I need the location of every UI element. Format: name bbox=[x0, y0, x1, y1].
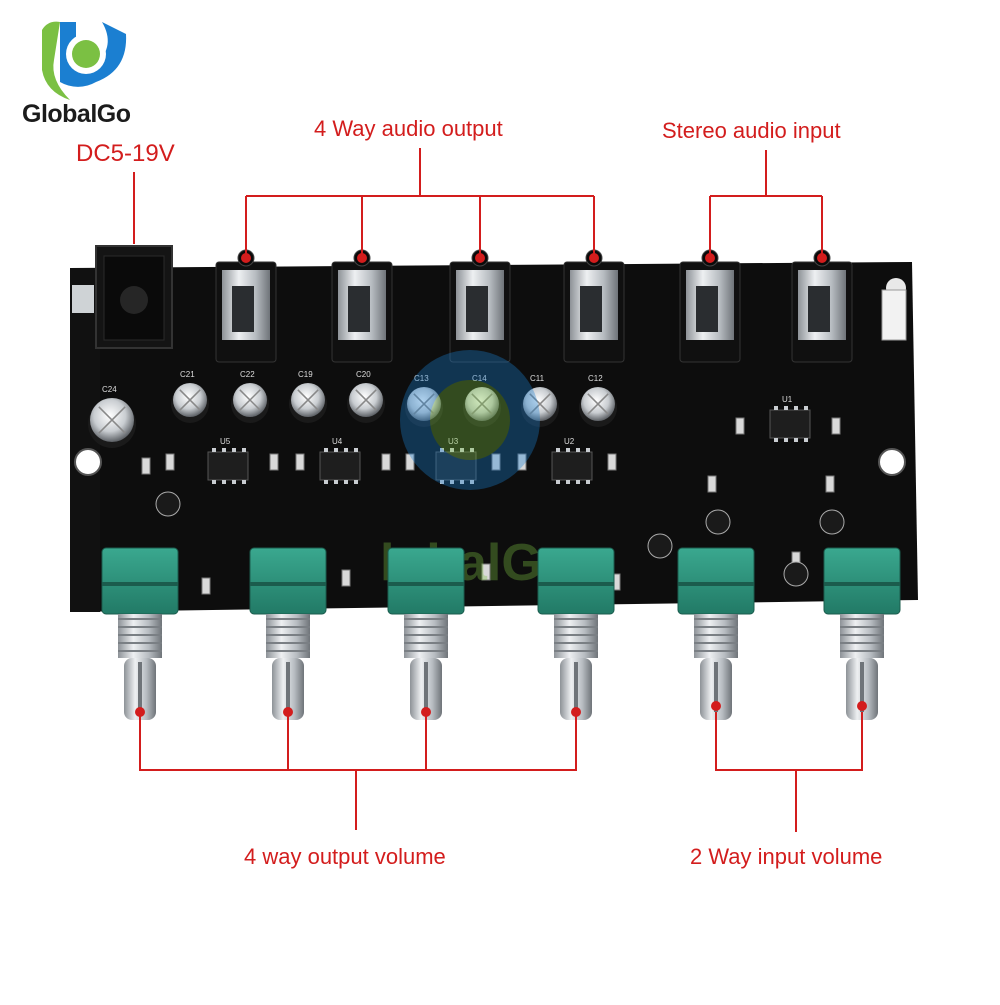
globalgo-logo-icon bbox=[42, 21, 127, 101]
potentiometer bbox=[677, 547, 755, 720]
capacitor: C11 bbox=[521, 374, 559, 427]
audio-jacks bbox=[215, 249, 853, 363]
capacitor: C22 bbox=[231, 370, 269, 423]
ic-chip: U4 bbox=[319, 437, 361, 484]
svg-text:C13: C13 bbox=[414, 374, 429, 383]
power-label: DC5-19V bbox=[76, 140, 175, 167]
small-capacitor bbox=[819, 509, 845, 535]
smd-part bbox=[491, 453, 501, 471]
svg-text:C22: C22 bbox=[240, 370, 255, 379]
capacitor: C13 bbox=[405, 374, 443, 427]
svg-text:C24: C24 bbox=[102, 385, 117, 394]
smd-part bbox=[295, 453, 305, 471]
smd-part bbox=[341, 569, 351, 587]
capacitor: C20 bbox=[347, 370, 385, 423]
input-volume-label: 2 Way input volume bbox=[690, 844, 883, 869]
smd-part bbox=[381, 453, 391, 471]
ic-chip: U5 bbox=[207, 437, 249, 484]
capacitor: C21 bbox=[171, 370, 209, 423]
smd-part bbox=[607, 453, 617, 471]
audio-jack bbox=[215, 249, 277, 363]
brand-name: GlobalGo bbox=[22, 100, 131, 128]
svg-text:U5: U5 bbox=[220, 437, 231, 446]
audio-jack bbox=[679, 249, 741, 363]
svg-text:C19: C19 bbox=[298, 370, 313, 379]
potentiometer bbox=[387, 547, 465, 720]
audio-jack bbox=[449, 249, 511, 363]
smd-part bbox=[707, 475, 717, 493]
output-volume-label: 4 way output volume bbox=[244, 844, 446, 869]
potentiometer bbox=[537, 547, 615, 720]
smd-part bbox=[405, 453, 415, 471]
svg-text:C14: C14 bbox=[472, 374, 487, 383]
svg-text:U4: U4 bbox=[332, 437, 343, 446]
small-capacitor bbox=[647, 533, 673, 559]
output-jacks-label: 4 Way audio output bbox=[314, 116, 503, 141]
capacitor: C14 bbox=[463, 374, 501, 427]
smd-part bbox=[831, 417, 841, 435]
capacitor: C24 bbox=[88, 385, 136, 448]
audio-jack bbox=[791, 249, 853, 363]
svg-text:U1: U1 bbox=[782, 395, 793, 404]
svg-text:C21: C21 bbox=[180, 370, 195, 379]
smd-part bbox=[165, 453, 175, 471]
ic-chip: U1 bbox=[769, 395, 811, 442]
annotation-lines bbox=[133, 148, 863, 832]
smd-parts bbox=[141, 417, 845, 595]
input-jacks-label: Stereo audio input bbox=[662, 118, 841, 143]
capacitor: C12 bbox=[579, 374, 617, 427]
audio-jack bbox=[563, 249, 625, 363]
smd-part bbox=[735, 417, 745, 435]
potentiometer bbox=[823, 547, 901, 720]
annotation-dots bbox=[135, 253, 867, 717]
svg-text:U3: U3 bbox=[448, 437, 459, 446]
chips: U5 U4 U3 U2 U1 bbox=[207, 395, 811, 484]
capacitors: C24 C21 C22 C19 C20 C13 C14 C11 C12 bbox=[88, 370, 617, 448]
audio-jack bbox=[331, 249, 393, 363]
small-capacitor bbox=[783, 561, 809, 587]
capacitor: C19 bbox=[289, 370, 327, 423]
smd-part bbox=[201, 577, 211, 595]
potentiometers bbox=[101, 547, 901, 720]
svg-text:C20: C20 bbox=[356, 370, 371, 379]
smd-part bbox=[141, 457, 151, 475]
svg-text:C11: C11 bbox=[530, 374, 545, 383]
small-capacitor bbox=[705, 509, 731, 535]
potentiometer bbox=[249, 547, 327, 720]
svg-text:C12: C12 bbox=[588, 374, 603, 383]
smd-part bbox=[825, 475, 835, 493]
small-capacitor bbox=[155, 491, 181, 517]
smd-part bbox=[517, 453, 527, 471]
dc-power-jack bbox=[95, 245, 173, 349]
smd-part bbox=[269, 453, 279, 471]
smd-part bbox=[481, 563, 491, 581]
ic-chip: U3 bbox=[435, 437, 477, 484]
svg-text:U2: U2 bbox=[564, 437, 575, 446]
potentiometer bbox=[101, 547, 179, 720]
ic-chip: U2 bbox=[551, 437, 593, 484]
